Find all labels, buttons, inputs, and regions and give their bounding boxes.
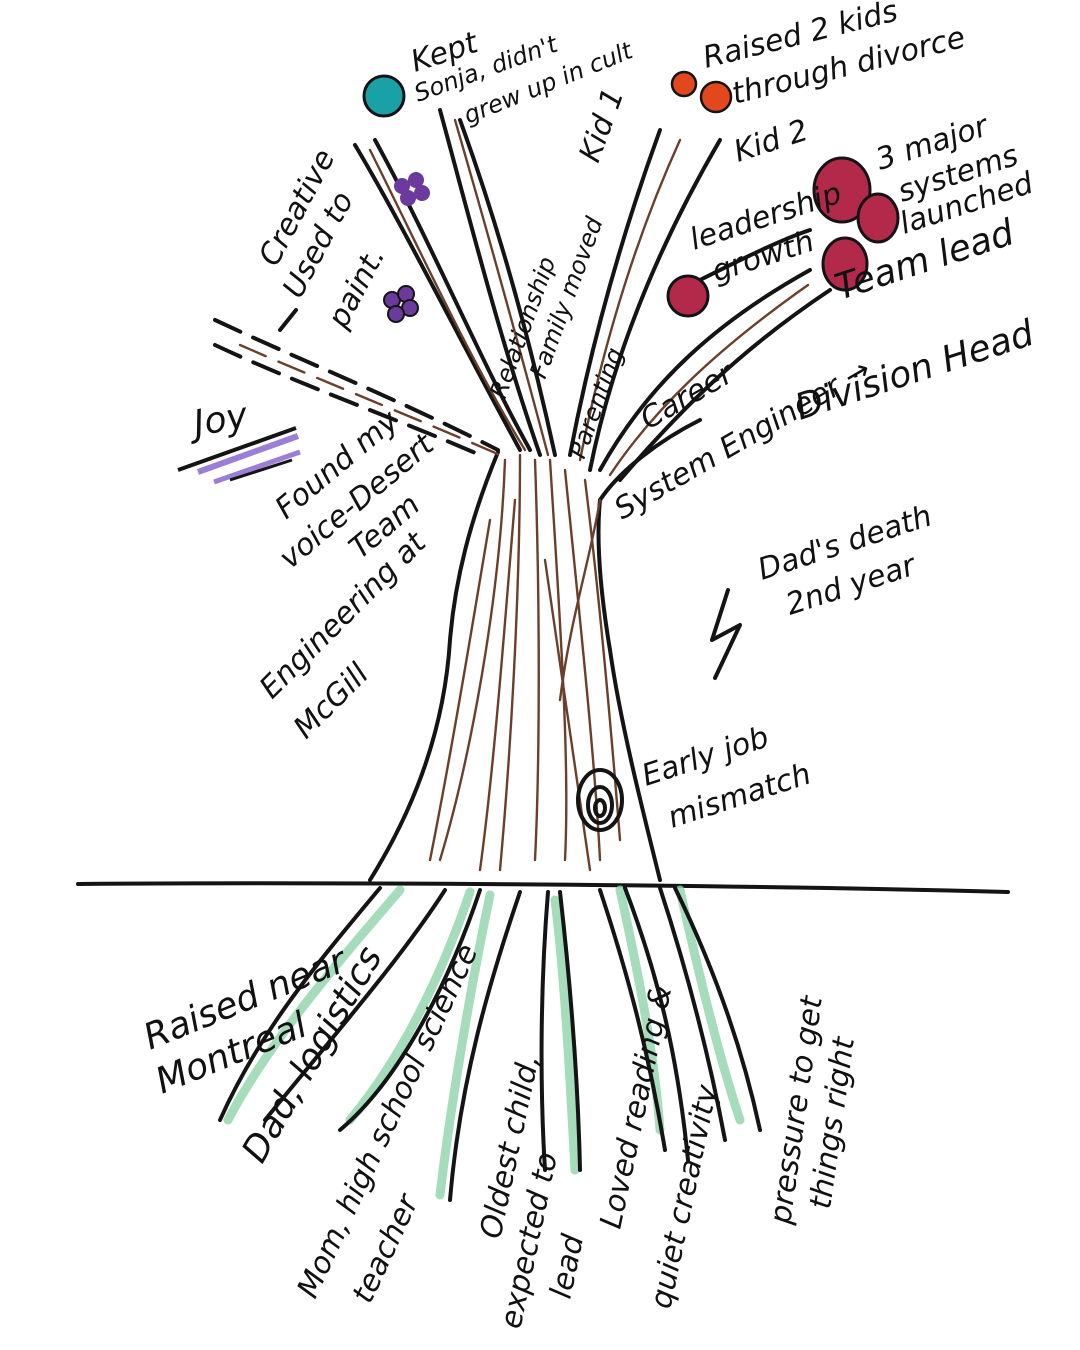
roots-color: [223, 885, 745, 1200]
red-fruit-1: [812, 156, 872, 224]
roots-ink: [218, 886, 762, 1202]
purple-fruit-2: [383, 285, 419, 323]
joy-strokes: [177, 426, 301, 485]
purple-fruit-1: [394, 172, 430, 206]
label-kid1: Kid 1: [573, 84, 632, 167]
ground-line: [76, 881, 1010, 894]
label-lead: lead: [544, 1231, 592, 1302]
orange-fruit-1: [670, 70, 698, 98]
label-system-engineer: System Engineer →: [609, 352, 877, 527]
teal-fruit: [362, 74, 406, 118]
labels: Kept Sonja, didn't grew up in cult Raise…: [138, 0, 1040, 1332]
red-fruit-2: [856, 192, 900, 244]
knot-icon: [576, 768, 624, 832]
trunk: [368, 418, 702, 882]
label-joy: Joy: [185, 395, 252, 446]
pointer-dash: [278, 308, 298, 332]
lightning-icon: [710, 588, 742, 680]
orange-fruit-2: [699, 80, 733, 114]
red-fruit-4: [666, 274, 710, 318]
red-fruit-3: [821, 236, 869, 292]
label-kid2: Kid 2: [730, 113, 813, 170]
fruits: [362, 70, 900, 323]
